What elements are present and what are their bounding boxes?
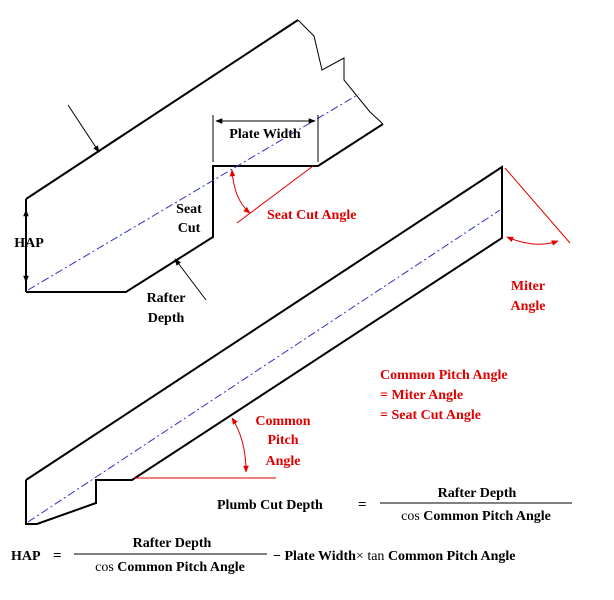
formula2-denominator: cos Common Pitch Angle [95, 560, 245, 575]
common-label: Common [255, 414, 310, 429]
common-pitch-angle-label: Angle [266, 454, 301, 469]
miter-angle-line [504, 167, 571, 244]
lower-rafter-centerline [27, 209, 501, 523]
seat-cut-angle-line [236, 165, 314, 224]
formula2-equals: = [53, 548, 62, 564]
formula1-equals: = [358, 497, 367, 513]
common-pitch-angle-arc [231, 417, 249, 473]
lower-rafter-outline [25, 165, 503, 525]
lower-rafter [25, 165, 503, 525]
formula2-denominator-rest: Common Pitch Angle [117, 560, 245, 575]
upper-rafter-bottom-outline [26, 123, 384, 293]
pitch-label: Pitch [267, 433, 298, 448]
upper-rafter-centerline [27, 93, 360, 291]
seat-cut-angle-label: Seat Cut Angle [267, 208, 356, 223]
formula2-cos: cos [95, 560, 114, 575]
hap-formula: HAP = Rafter Depth cos Common Pitch Angl… [11, 536, 516, 575]
seat-label: Seat [176, 202, 202, 217]
cut-label: Cut [178, 221, 201, 236]
formula1-lhs: Plumb Cut Depth [217, 498, 323, 513]
formula2-tail: − Plate Width× tan Common Pitch Angle [273, 549, 516, 564]
note-line1: Common Pitch Angle [380, 368, 508, 383]
formula2-numerator: Rafter Depth [133, 536, 212, 551]
formula2-plate-width: Plate Width [284, 549, 356, 564]
top-edge-leader [67, 104, 100, 153]
hap-label: HAP [14, 236, 44, 251]
miter-angle-arc [506, 236, 559, 246]
formula2-times: × [356, 549, 364, 564]
plumb-cut-formula: Plumb Cut Depth = Rafter Depth cos Commo… [217, 486, 572, 524]
miter-label: Miter [511, 279, 545, 294]
miter-angle-label: Angle [511, 299, 546, 314]
formula2-minus: − [273, 549, 281, 564]
break-line [297, 19, 384, 125]
formula1-cos: cos [401, 509, 420, 524]
rafter-depth-leader [174, 258, 207, 301]
formula1-denominator: cos Common Pitch Angle [401, 509, 551, 524]
depth-label: Depth [148, 311, 185, 326]
formula1-denominator-rest: Common Pitch Angle [423, 509, 551, 524]
formula2-lhs: HAP [11, 549, 41, 564]
plate-width-label: Plate Width [229, 127, 301, 142]
upper-rafter [25, 19, 384, 293]
rafter-label: Rafter [147, 291, 186, 306]
formula2-tan: tan [367, 549, 384, 564]
note-line3: = Seat Cut Angle [380, 408, 481, 423]
formula2-tail-angle: Common Pitch Angle [388, 549, 516, 564]
note-line2: = Miter Angle [380, 388, 463, 403]
seat-cut-angle-arc [229, 169, 251, 214]
formula1-numerator: Rafter Depth [438, 486, 517, 501]
upper-rafter-top-edge [25, 19, 299, 200]
